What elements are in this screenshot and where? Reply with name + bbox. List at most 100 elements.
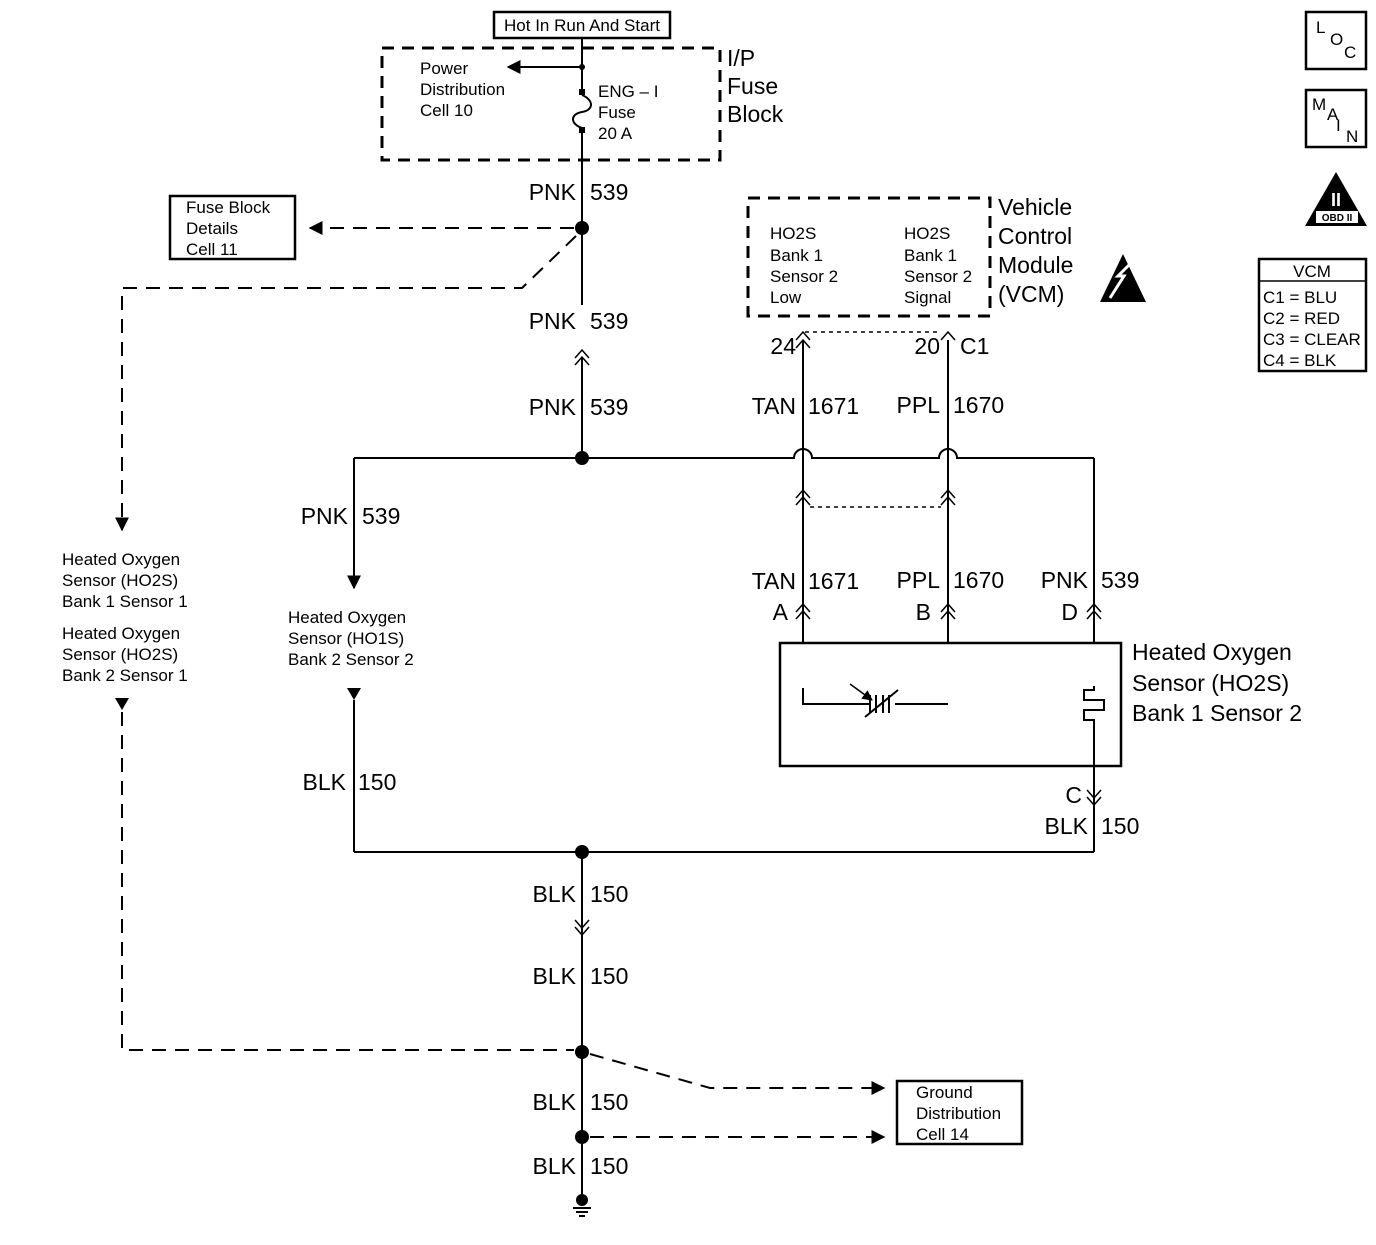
blk-color-4: BLK bbox=[533, 963, 577, 989]
fuse-label-1: ENG – I bbox=[598, 82, 658, 101]
obd-ii-icon: II OBD II bbox=[1305, 172, 1367, 226]
vcm-pin-right-3: Sensor 2 bbox=[904, 267, 972, 286]
vcm-pin-right-4: Signal bbox=[904, 288, 951, 307]
blk-circuit-5: 150 bbox=[590, 1089, 628, 1115]
ppl-circuit-1: 1670 bbox=[953, 392, 1004, 418]
fuse-symbol bbox=[572, 94, 592, 129]
pnk-color-2: PNK bbox=[529, 308, 577, 334]
blk-circuit-4: 150 bbox=[590, 963, 628, 989]
fuse-label-3: 20 A bbox=[598, 124, 633, 143]
legend-row-3: C3 = CLEAR bbox=[1263, 330, 1361, 349]
svg-text:II: II bbox=[1331, 190, 1341, 210]
vcm-pin-20: 20 bbox=[914, 333, 940, 359]
fuse-block-title-3: Block bbox=[727, 101, 784, 127]
splice-pnk-bus bbox=[575, 451, 589, 465]
heater-element-symbol bbox=[1083, 686, 1105, 724]
ground-distribution-box bbox=[895, 1079, 1024, 1146]
legend-row-4: C4 = BLK bbox=[1263, 351, 1337, 370]
legend-row-2: C2 = RED bbox=[1263, 309, 1340, 328]
splice-blk-ground bbox=[575, 1130, 589, 1144]
svg-text:C: C bbox=[1344, 43, 1356, 62]
vcm-pin-right-2: Bank 1 bbox=[904, 246, 957, 265]
blk-color-1: BLK bbox=[303, 769, 347, 795]
sensor-pin-d: D bbox=[1061, 599, 1078, 625]
vcm-connector-legend: VCM C1 = BLU C2 = RED C3 = CLEAR C4 = BL… bbox=[1257, 257, 1368, 373]
svg-text:O: O bbox=[1330, 30, 1343, 49]
sensor-pin-a: A bbox=[773, 599, 789, 625]
pnk-color-3: PNK bbox=[529, 394, 577, 420]
tan-color-2: TAN bbox=[752, 568, 796, 594]
fuse-details-2: Details bbox=[186, 219, 238, 238]
sensor-title-1: Heated Oxygen bbox=[1132, 639, 1292, 665]
splice-blk-lower bbox=[575, 1045, 589, 1059]
left-sensor-3: Bank 1 Sensor 1 bbox=[62, 592, 188, 611]
left-sensor-1: Heated Oxygen bbox=[62, 550, 180, 569]
fuse-block-title-2: Fuse bbox=[727, 73, 778, 99]
variable-resistor-symbol bbox=[849, 683, 899, 718]
sensor-title-3: Bank 1 Sensor 2 bbox=[1132, 700, 1302, 726]
ground-icon bbox=[573, 1194, 591, 1217]
pnk-color-1: PNK bbox=[529, 179, 577, 205]
legend-row-1: C1 = BLU bbox=[1263, 288, 1337, 307]
tan-color-1: TAN bbox=[752, 393, 796, 419]
fuse-details-1: Fuse Block bbox=[186, 198, 271, 217]
mid-sensor-1: Heated Oxygen bbox=[288, 608, 406, 627]
blk-color-2: BLK bbox=[1045, 813, 1089, 839]
pnk-circuit-2: 539 bbox=[590, 308, 628, 334]
legend-title: VCM bbox=[1293, 262, 1331, 281]
blk-color-5: BLK bbox=[533, 1089, 577, 1115]
vcm-pin-left-1: HO2S bbox=[770, 224, 816, 243]
power-dist-line-3: Cell 10 bbox=[420, 101, 473, 120]
ppl-circuit-2: 1670 bbox=[953, 567, 1004, 593]
blk-circuit-6: 150 bbox=[590, 1153, 628, 1179]
fuse-block-details-box bbox=[168, 194, 297, 261]
left-sensor-6: Bank 2 Sensor 1 bbox=[62, 666, 188, 685]
pnk-circuit-5: 539 bbox=[1101, 567, 1139, 593]
fuse-block-title-1: I/P bbox=[727, 45, 755, 71]
pnk-circuit-1: 539 bbox=[590, 179, 628, 205]
vcm-connector-c1: C1 bbox=[960, 333, 989, 359]
main-badge: M A I N bbox=[1304, 88, 1368, 149]
svg-text:L: L bbox=[1316, 18, 1325, 37]
pnk-circuit-4: 539 bbox=[362, 503, 400, 529]
vcm-title-4: (VCM) bbox=[998, 281, 1064, 307]
ground-ref-3: Cell 14 bbox=[916, 1125, 969, 1144]
sensor-pin-c: C bbox=[1065, 782, 1082, 808]
power-dist-line-1: Power bbox=[420, 59, 469, 78]
sensor-title-2: Sensor (HO2S) bbox=[1132, 670, 1289, 696]
vcm-pin-left-4: Low bbox=[770, 288, 802, 307]
loc-badge: L O C bbox=[1304, 10, 1368, 71]
vcm-title-1: Vehicle bbox=[998, 194, 1072, 220]
blk-color-6: BLK bbox=[533, 1153, 577, 1179]
vcm-pin-left-2: Bank 1 bbox=[770, 246, 823, 265]
fuse-label-2: Fuse bbox=[598, 103, 636, 122]
svg-text:I: I bbox=[1336, 116, 1341, 135]
pnk-color-4: PNK bbox=[301, 503, 349, 529]
ground-ref-1: Ground bbox=[916, 1083, 973, 1102]
hot-in-run-label: Hot In Run And Start bbox=[504, 16, 660, 35]
tan-circuit-1: 1671 bbox=[808, 393, 859, 419]
mid-sensor-2: Sensor (HO1S) bbox=[288, 629, 404, 648]
ppl-color-2: PPL bbox=[897, 567, 941, 593]
ppl-color-1: PPL bbox=[897, 392, 941, 418]
blk-circuit-1: 150 bbox=[358, 769, 396, 795]
svg-text:N: N bbox=[1346, 127, 1358, 146]
left-sensor-4: Heated Oxygen bbox=[62, 624, 180, 643]
blk-color-3: BLK bbox=[533, 881, 577, 907]
tan-circuit-2: 1671 bbox=[808, 568, 859, 594]
ground-ref-2: Distribution bbox=[916, 1104, 1001, 1123]
splice-pnk-top bbox=[575, 221, 589, 235]
vcm-pin-left-3: Sensor 2 bbox=[770, 267, 838, 286]
pnk-color-5: PNK bbox=[1041, 567, 1089, 593]
vcm-title-2: Control bbox=[998, 223, 1072, 249]
svg-text:A: A bbox=[1327, 105, 1339, 124]
blk-circuit-2: 150 bbox=[1101, 813, 1139, 839]
sensor-pin-b: B bbox=[916, 599, 931, 625]
vcm-pin-24: 24 bbox=[770, 333, 796, 359]
vcm-pin-right-1: HO2S bbox=[904, 224, 950, 243]
power-dist-line-2: Distribution bbox=[420, 80, 505, 99]
blk-circuit-3: 150 bbox=[590, 881, 628, 907]
svg-text:M: M bbox=[1312, 95, 1326, 114]
ip-fuse-block-outline bbox=[380, 46, 722, 162]
